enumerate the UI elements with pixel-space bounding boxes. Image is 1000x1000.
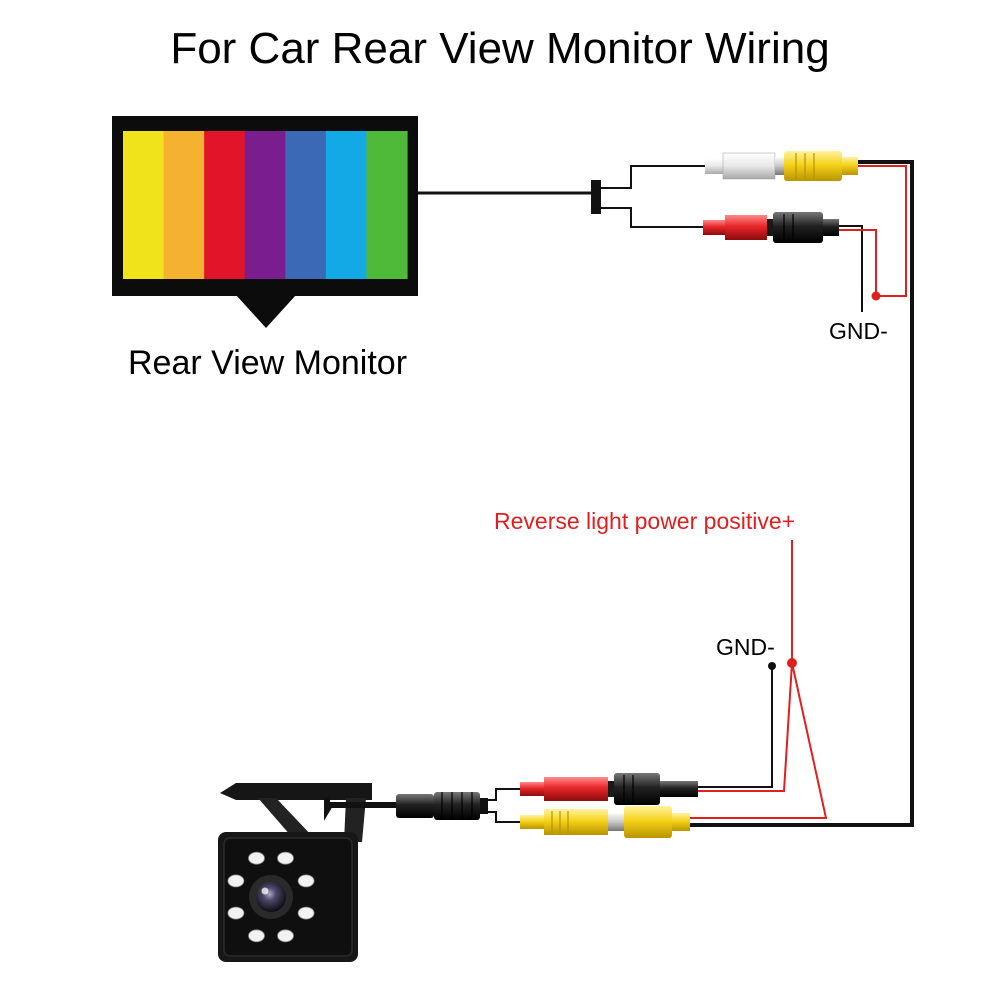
rear-view-monitor (112, 116, 418, 328)
camera-bracket-arm-right (344, 798, 366, 842)
color-bar (366, 131, 408, 279)
reverse-light-power-label: Reverse light power positive+ (494, 508, 796, 534)
camera-power-red-wire (698, 540, 793, 792)
camera-led (248, 929, 265, 943)
monitor-video-connector (705, 151, 858, 181)
monitor-power-junction (871, 291, 881, 301)
camera-leds (227, 851, 315, 943)
splitter-wire-top (601, 165, 705, 189)
camera-led (248, 851, 265, 865)
cable-splitter (591, 180, 601, 214)
color-bar (244, 131, 286, 279)
camera-gnd-wire (698, 666, 773, 788)
color-bar (163, 131, 205, 279)
diagram-title: For Car Rear View Monitor Wiring (170, 24, 830, 73)
camera-led (227, 874, 245, 888)
camera-video-connector (520, 806, 690, 838)
monitor-gnd-wire (839, 225, 863, 312)
camera-led (277, 851, 294, 865)
camera-led (277, 929, 294, 943)
monitor-label: Rear View Monitor (128, 344, 408, 382)
color-bar (204, 131, 246, 279)
camera-cable (324, 797, 398, 821)
camera-power-connector (520, 773, 698, 805)
gnd-label-camera: GND- (716, 634, 775, 660)
camera-led (227, 906, 245, 920)
camera-cable-connector (396, 792, 488, 820)
camera-red-wire-2 (690, 662, 828, 819)
monitor-power-red-wire (858, 165, 907, 297)
color-bar (285, 131, 327, 279)
reverse-power-junction (787, 658, 797, 668)
color-bar (325, 131, 368, 279)
monitor-color-bars (123, 131, 408, 279)
monitor-power-connector (703, 212, 839, 243)
camera-led (297, 906, 315, 920)
monitor-stand (236, 295, 296, 328)
camera-gnd-junction (768, 662, 776, 670)
gnd-label-monitor: GND- (829, 318, 888, 344)
video-wire-black (858, 160, 914, 825)
camera-lens (256, 882, 286, 912)
rear-camera (218, 783, 372, 962)
camera-bracket-plate (220, 783, 372, 800)
splitter-wire-bottom (601, 207, 703, 228)
camera-split-wire-top (488, 788, 520, 801)
monitor-red-wire (839, 229, 877, 296)
camera-split-wire-bottom (488, 811, 520, 823)
camera-led (297, 874, 315, 888)
color-bar (123, 131, 165, 279)
